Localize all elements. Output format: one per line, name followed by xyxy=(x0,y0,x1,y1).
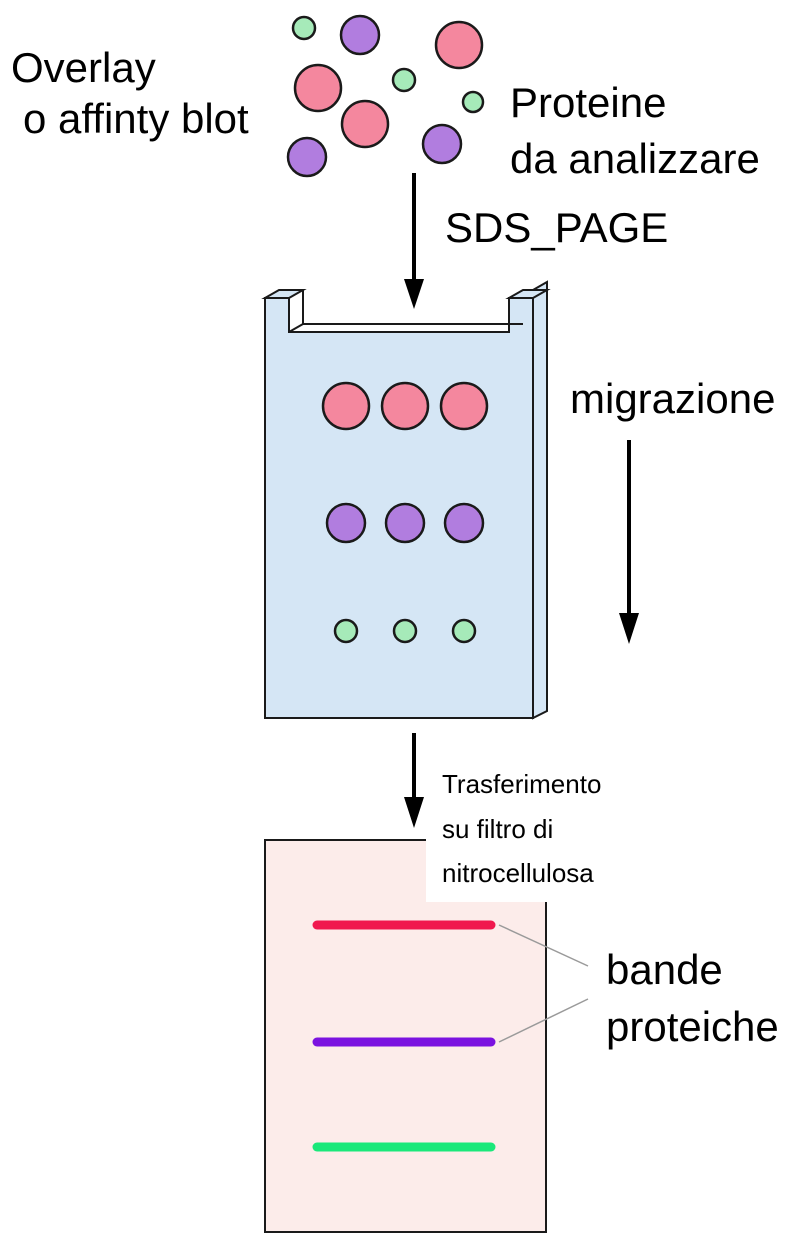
proteins-label-line-2: da analizzare xyxy=(510,135,760,182)
band-leader-lines xyxy=(498,924,589,1043)
medium-protein xyxy=(339,14,381,56)
arrow-to-membrane xyxy=(404,733,424,828)
large-protein xyxy=(293,63,343,113)
gel-spot-small xyxy=(392,618,418,644)
transfer-label-line-1: Trasferimento xyxy=(442,769,602,799)
gel-spot-small xyxy=(333,618,359,644)
title-line-1: Overlay xyxy=(11,44,156,91)
sds-page-gel xyxy=(261,280,551,720)
transfer-label-line-2: su filtro di xyxy=(442,814,554,844)
gel-spot-medium xyxy=(325,502,367,544)
proteins-label-line-1: Proteine xyxy=(510,79,667,126)
transfer-label-line-3: nitrocellulosa xyxy=(442,858,594,888)
arrow-to-gel xyxy=(404,173,424,309)
migration-label: migrazione xyxy=(570,374,776,425)
gel-spot-large xyxy=(321,381,371,431)
small-protein xyxy=(461,90,485,114)
gel-spot-large xyxy=(380,381,430,431)
medium-protein xyxy=(286,136,328,178)
bands-label-line-2: proteiche xyxy=(606,1003,779,1050)
title-line-2: o affinty blot xyxy=(23,95,249,142)
membrane-body xyxy=(264,839,547,1233)
migration-arrow xyxy=(619,440,639,644)
large-protein xyxy=(434,20,484,70)
gel-spot-medium xyxy=(443,502,485,544)
gel-top-ledge xyxy=(261,289,307,299)
small-protein xyxy=(291,15,317,41)
bands-label-line-1: bande xyxy=(606,946,723,993)
gel-side-face xyxy=(532,280,548,720)
gel-spot-small xyxy=(451,618,477,644)
gel-spot-medium xyxy=(384,502,426,544)
medium-protein xyxy=(421,123,463,165)
protein-mixture xyxy=(286,14,485,178)
nitrocellulose-membrane xyxy=(264,768,558,1233)
label-backdrop xyxy=(426,768,558,902)
small-protein xyxy=(391,67,417,93)
sds-page-label: SDS_PAGE xyxy=(445,204,669,251)
gel-spot-large xyxy=(439,381,489,431)
large-protein xyxy=(340,99,390,149)
